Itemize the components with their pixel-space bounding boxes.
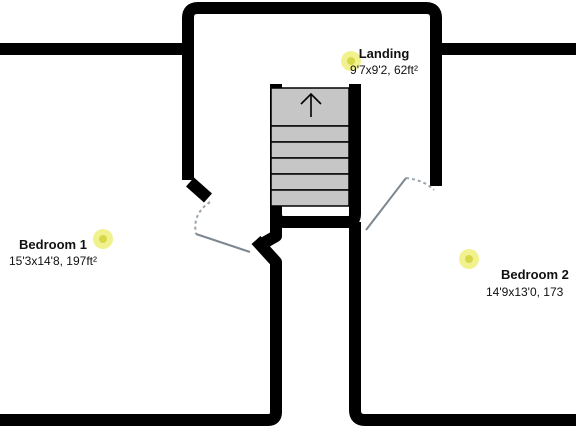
arrow-up-icon (300, 92, 322, 117)
ceiling-light-icon (459, 249, 479, 269)
room-label-bedroom1: Bedroom 1 15'3x14'8, 197ft² (9, 237, 97, 268)
door-bedroom2-leaf (365, 177, 407, 231)
wall-corridor-right (349, 222, 576, 426)
wall-landing-outer (182, 2, 442, 186)
room-label-landing: Landing 9'7x9'2, 62ft² (350, 46, 418, 77)
door-bedroom1 (194, 201, 251, 253)
room-name: Landing (359, 46, 410, 61)
door-bedroom2-swing (405, 177, 435, 191)
door-bedroom1-leaf (195, 233, 251, 253)
wall-landing-left-stub (186, 177, 212, 203)
stair-step (270, 125, 350, 143)
ceiling-light-icon (93, 229, 113, 249)
room-dimensions: 15'3x14'8, 197ft² (9, 254, 97, 268)
room-dimensions: 9'7x9'2, 62ft² (350, 63, 418, 77)
wall-stair-corridor-link (259, 214, 282, 250)
room-name: Bedroom 2 (501, 267, 569, 282)
ceiling-lights (93, 51, 479, 269)
stair-step (270, 189, 350, 207)
door-bedroom2 (365, 177, 435, 231)
stair-step (270, 141, 350, 159)
doors (194, 177, 435, 253)
stair-landing-top (270, 87, 350, 127)
room-dimensions: 14'9x13'0, 173 (486, 285, 564, 299)
stair-step (270, 157, 350, 175)
stair-step (270, 173, 350, 191)
ceiling-light-icon (341, 51, 361, 71)
room-label-bedroom2: Bedroom 2 14'9x13'0, 173 (486, 267, 569, 299)
room-name: Bedroom 1 (19, 237, 87, 252)
staircase (270, 87, 350, 207)
wall-corridor-left (0, 235, 282, 426)
door-bedroom1-swing (194, 201, 211, 235)
